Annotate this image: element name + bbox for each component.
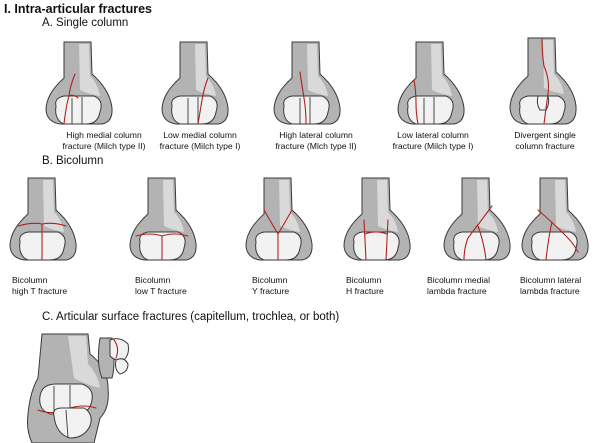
caption-line-2: fracture (Milch type I) [159, 141, 241, 151]
caption-bicolumn-lateral-lambda: Bicolumn lateral lambda fracture [520, 275, 581, 297]
figure-articular-surface-fracture [27, 333, 129, 443]
figure-bicolumn-high-t [9, 177, 77, 261]
caption-line-2: fracture (Milch type I) [392, 141, 474, 151]
caption-line-1: Bicolumn medial [427, 275, 491, 285]
caption-bicolumn-medial-lambda: Bicolumn medial lambda fracture [427, 275, 490, 297]
caption-low-lateral-column: Low lateral column fracture (Milch type … [382, 130, 484, 152]
caption-bicolumn-low-t: Bicolumn low T fracture [135, 275, 187, 297]
caption-low-medial-column: Low medial column fracture (Milch type I… [150, 130, 250, 152]
caption-line-1: Low medial column [163, 130, 237, 140]
caption-line-1: Bicolumn [12, 275, 48, 285]
caption-line-1: Bicolumn [135, 275, 171, 285]
caption-line-2: fracture (Mlch type II) [275, 141, 357, 151]
caption-line-2: lambda fracture [520, 286, 580, 296]
caption-bicolumn-h: Bicolumn H fracture [346, 275, 384, 297]
caption-line-2: fracture (Milch type II) [62, 141, 146, 151]
caption-line-2: H fracture [346, 286, 384, 296]
caption-high-lateral-column: High lateral column fracture (Mlch type … [264, 130, 368, 152]
caption-line-1: Bicolumn [346, 275, 382, 285]
figure-bicolumn-y [245, 177, 313, 261]
caption-line-2: lambda fracture [427, 286, 487, 296]
caption-line-2: low T fracture [135, 286, 187, 296]
caption-line-1: Bicolumn lateral [520, 275, 582, 285]
figure-bicolumn-lateral-lambda [521, 177, 589, 261]
caption-high-medial-column: High medial column fracture (Milch type … [52, 130, 156, 152]
figure-bicolumn-h [343, 177, 411, 261]
caption-bicolumn-high-t: Bicolumn high T fracture [12, 275, 67, 297]
section-c-label: C. Articular surface fractures (capitell… [42, 311, 340, 323]
caption-line-2: Y fracture [252, 286, 290, 296]
caption-line-2: column fracture [515, 141, 575, 151]
caption-line-1: Divergent single [514, 130, 576, 140]
figure-high-lateral-column-fracture [273, 41, 341, 125]
figure-low-medial-column-fracture [161, 41, 229, 125]
figure-bicolumn-medial-lambda [443, 177, 511, 261]
caption-line-1: High medial column [66, 130, 142, 140]
caption-line-2: high T fracture [12, 286, 68, 296]
caption-line-1: High lateral column [279, 130, 353, 140]
caption-line-1: Low lateral column [397, 130, 469, 140]
section-b-label: B. Bicolumn [42, 155, 104, 167]
figure-bicolumn-low-t [129, 177, 197, 261]
caption-divergent-single-column: Divergent single column fracture [500, 130, 590, 152]
main-heading: I. Intra-articular fractures [4, 2, 152, 16]
figure-low-lateral-column-fracture [397, 41, 465, 125]
figure-high-medial-column-fracture [45, 41, 113, 125]
section-a-label: A. Single column [42, 17, 129, 29]
caption-bicolumn-y: Bicolumn Y fracture [252, 275, 289, 297]
figure-divergent-single-column-fracture [509, 37, 577, 125]
caption-line-1: Bicolumn [252, 275, 288, 285]
